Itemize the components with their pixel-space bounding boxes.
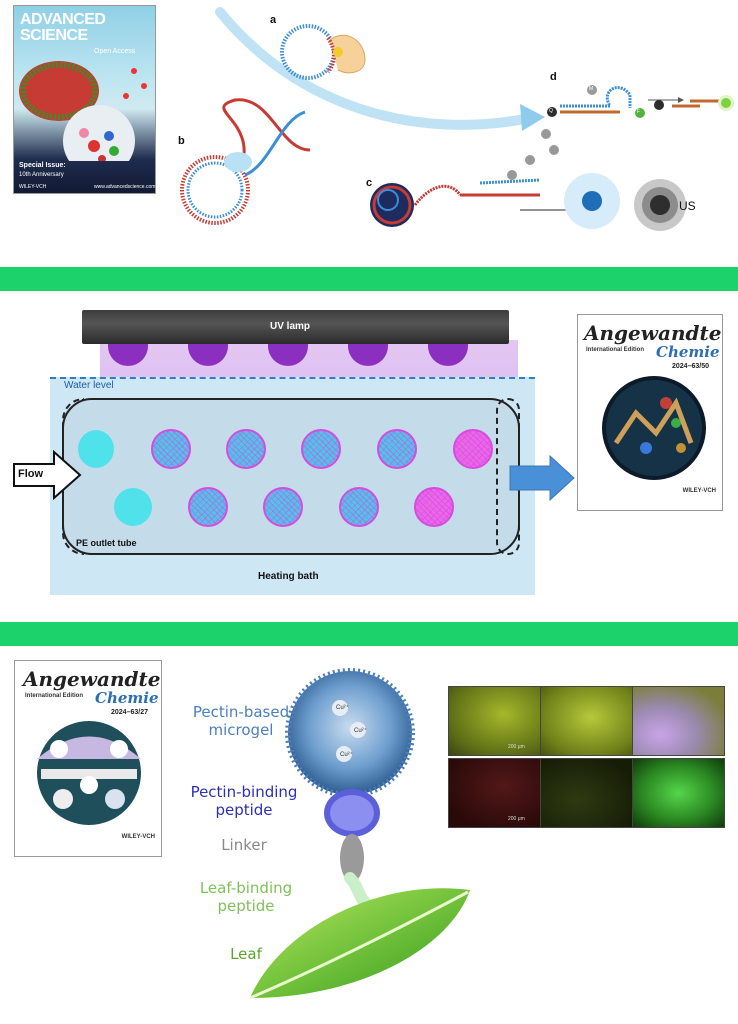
cover-publisher: WILEY-VCH [19, 184, 47, 190]
marker-f-label: F [637, 109, 641, 115]
dna-scheme-diagram [180, 7, 734, 231]
cover-art [602, 376, 706, 480]
panel-letter-b: b [178, 135, 185, 147]
leaf-peptide-label: Leaf-binding peptide [199, 879, 293, 915]
scale-bar-label: 200 μm [508, 744, 525, 750]
panel-letter-a: a [270, 14, 277, 26]
droplet [339, 487, 379, 527]
cover-edition: International Edition [25, 693, 83, 699]
cover-subtitle: Open Access [94, 48, 136, 55]
water-level-label: Water level [64, 380, 114, 391]
cover-website: www.advancedscience.com [94, 184, 156, 190]
flow-label: Flow [18, 468, 44, 480]
cover-journal-sub: Chemie [656, 343, 720, 361]
tube-label: PE outlet tube [76, 538, 137, 548]
copper-ion-label: Cu²⁺ [336, 705, 349, 711]
micro-cell [540, 686, 633, 756]
output-arrow-icon [509, 455, 575, 501]
cover-art [37, 721, 141, 825]
cover-volume: 2024–63/27 [111, 709, 148, 716]
uv-lamp [82, 310, 509, 344]
advanced-science-cover: ADVANCED SCIENCE Open Access Special Iss… [13, 5, 156, 194]
marker-q-label: Q [549, 108, 553, 114]
section-divider-1 [0, 267, 738, 291]
flow-arrow [13, 450, 82, 500]
section-divider-2 [0, 622, 738, 646]
copper-ion-label: Cu²⁺ [340, 752, 353, 758]
leaf-label: Leaf [230, 945, 262, 963]
heating-bath-label: Heating bath [258, 571, 319, 582]
uv-bulb [428, 344, 468, 366]
cover-edition: International Edition [586, 347, 644, 353]
cover-journal-sub: Chemie [95, 689, 159, 707]
panel-letter-c: c [366, 177, 373, 189]
micro-cell [448, 758, 541, 828]
micro-cell [632, 758, 725, 828]
cover-issue-sub: 10th Anniversary [19, 172, 64, 178]
angewandte-cover-1: Angewandte International Edition Chemie … [577, 314, 723, 511]
uv-bulb [348, 344, 388, 366]
droplet [226, 429, 266, 469]
microgel-leaf-schematic [249, 668, 470, 1000]
linker-label: Linker [221, 836, 267, 854]
angewandte-cover-2: Angewandte International Edition Chemie … [14, 660, 162, 857]
cover-volume: 2024–63/50 [672, 363, 709, 370]
droplet [263, 487, 303, 527]
cover-title: ADVANCED SCIENCE [20, 11, 106, 44]
uv-bulb [108, 344, 148, 366]
cover-publisher: WILEY-VCH [121, 834, 155, 840]
water-level-line [50, 377, 535, 379]
droplet [114, 488, 152, 526]
droplet [78, 430, 114, 468]
micro-cell [448, 686, 541, 756]
uv-bulb [268, 344, 308, 366]
droplet [377, 429, 417, 469]
micro-cell [632, 686, 725, 756]
ultrasound-label: US [679, 199, 696, 213]
microgel-label: Pectin-based microgel [192, 703, 290, 739]
copper-ion-label: Cu²⁺ [354, 728, 367, 734]
cover-issue-label: Special Issue: [19, 162, 66, 169]
cover-journal-name: Angewandte [23, 667, 161, 691]
droplet [414, 487, 454, 527]
scale-bar-label: 200 μm [508, 816, 525, 822]
uv-bulb [188, 344, 228, 366]
cover-journal-name: Angewandte [584, 321, 722, 345]
cover-illustration [19, 61, 147, 161]
pe-outlet-tube [62, 398, 520, 555]
droplet [188, 487, 228, 527]
pectin-peptide-label: Pectin-binding peptide [190, 783, 298, 819]
marker-m-label: M [589, 86, 594, 92]
droplet [301, 429, 341, 469]
droplet [453, 429, 493, 469]
cover-publisher: WILEY-VCH [682, 488, 716, 494]
panel-letter-d: d [550, 71, 557, 83]
uv-lamp-label: UV lamp [270, 321, 311, 332]
droplet [151, 429, 191, 469]
micro-cell [540, 758, 633, 828]
